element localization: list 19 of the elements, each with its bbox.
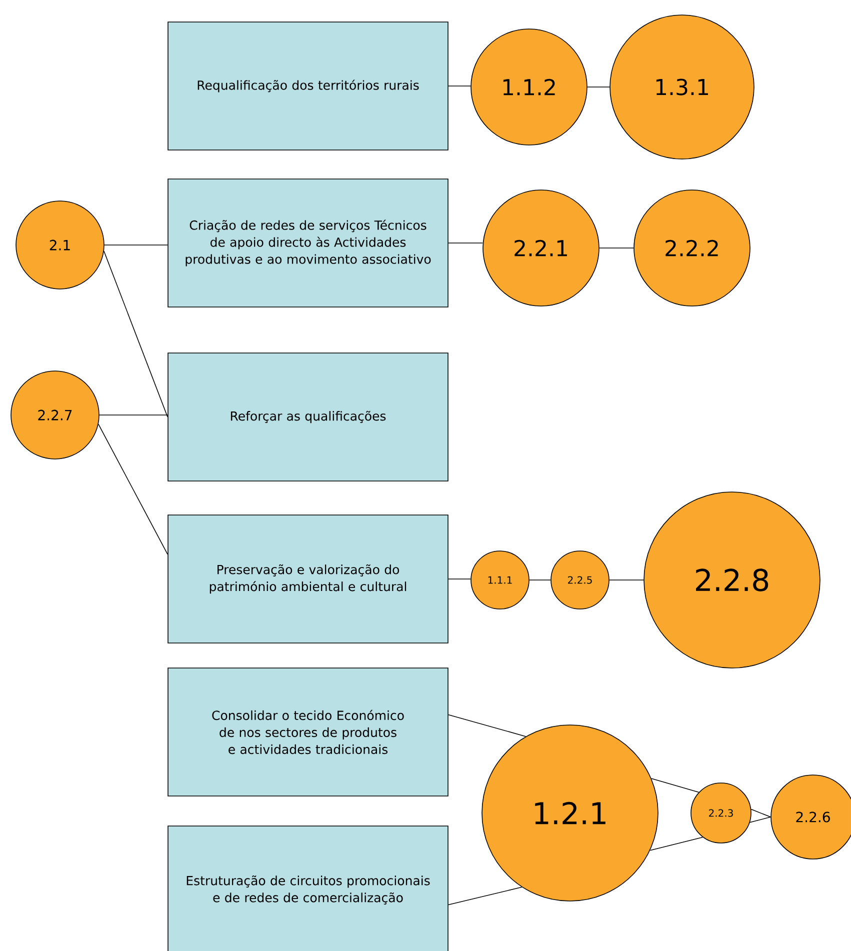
text-box: Requalificação dos territórios rurais <box>168 22 448 150</box>
connector-line <box>99 414 168 416</box>
text-box: Estruturação de circuitos promocionais e de redes de comercialização <box>168 826 448 951</box>
connector-line <box>750 816 771 823</box>
connector-line <box>448 714 526 737</box>
connector-line <box>104 244 168 246</box>
connector-line <box>587 86 610 88</box>
connector-line <box>448 578 471 580</box>
connector-line <box>98 424 168 555</box>
connector-line <box>650 778 700 793</box>
connector-line <box>448 886 522 906</box>
connector-line <box>104 250 168 418</box>
text-box: Consolidar o tecido Económico de nos sectores de produtos e actividades tradicionais <box>168 668 448 796</box>
text-box: Preservação e valorização do património ambiental e cultural <box>168 514 448 644</box>
text-box: Criação de redes de serviços Técnicos de apoio directo às Actividades produtivas e ao movimento associativo <box>168 178 448 308</box>
connector-line <box>448 242 483 244</box>
connector-line <box>750 808 771 818</box>
connector-line <box>650 836 704 851</box>
text-box: Reforçar as qualificações <box>168 352 448 482</box>
